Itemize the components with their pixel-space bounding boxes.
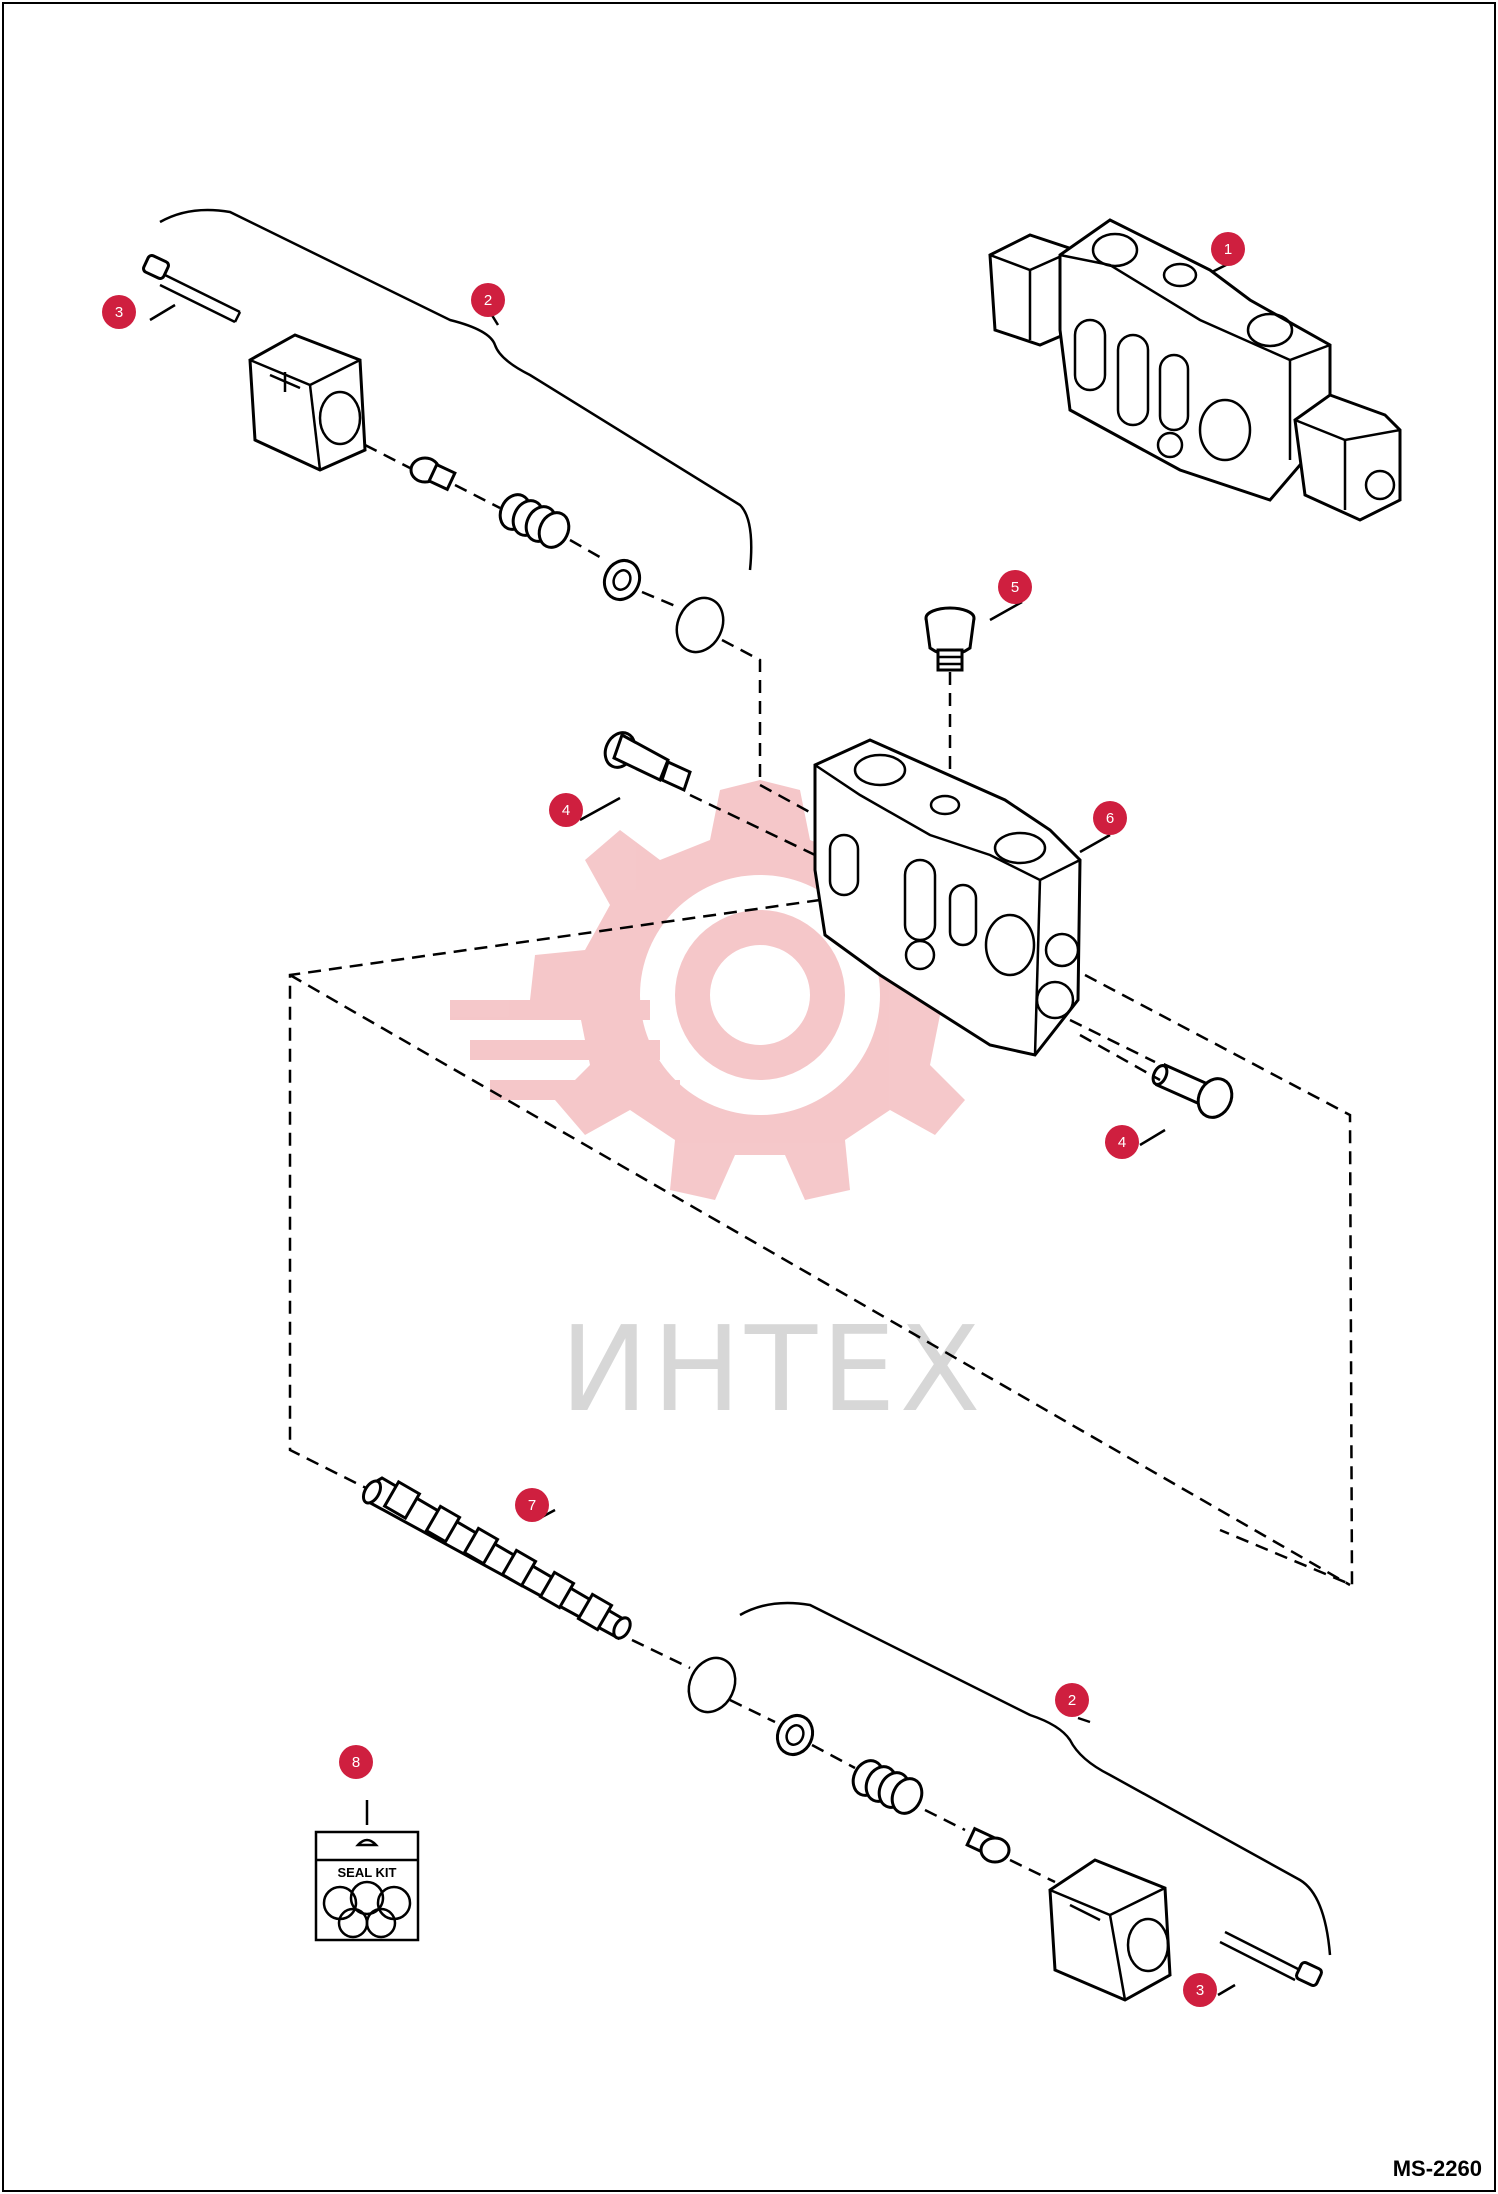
svg-text:1: 1 xyxy=(1224,241,1232,258)
callout-5[interactable]: 5 xyxy=(998,570,1032,604)
spool-part xyxy=(361,1476,632,1641)
svg-text:3: 3 xyxy=(115,304,123,321)
relief-plug-part-left xyxy=(603,731,692,793)
upper-end-cap-kit xyxy=(142,208,816,817)
bolt-part-upper xyxy=(142,254,242,324)
svg-text:2: 2 xyxy=(484,292,492,309)
watermark-text: ИНТЕХ xyxy=(560,1300,984,1438)
svg-text:2: 2 xyxy=(1068,1692,1076,1709)
valve-section-body-part xyxy=(813,738,1082,1057)
end-cap-part-upper xyxy=(248,333,367,472)
svg-text:4: 4 xyxy=(1118,1134,1126,1151)
spring-seat-part-lower xyxy=(965,1826,1011,1864)
callout-3-lower[interactable]: 3 xyxy=(1183,1973,1217,2007)
spool-bore-outline xyxy=(1084,973,1354,1587)
svg-text:4: 4 xyxy=(562,802,570,819)
o-ring-part-lower xyxy=(687,1656,737,1714)
seal-kit-part: SEAL KIT xyxy=(314,1800,420,1942)
end-cap-part-lower xyxy=(1048,1858,1172,2002)
callout-6[interactable]: 6 xyxy=(1093,801,1127,835)
spring-seat-part-upper xyxy=(409,456,457,492)
bolt-part-lower xyxy=(1219,1930,1323,1987)
o-ring-part-upper xyxy=(675,596,725,654)
washer-part-lower xyxy=(775,1714,815,1756)
callout-2-lower[interactable]: 2 xyxy=(1055,1683,1089,1717)
callout-4-left[interactable]: 4 xyxy=(549,793,583,827)
svg-text:5: 5 xyxy=(1011,579,1019,596)
relief-plug-part-right xyxy=(1151,1062,1234,1119)
seal-kit-label: SEAL KIT xyxy=(338,1865,397,1880)
svg-text:3: 3 xyxy=(1196,1982,1204,1999)
spring-part-upper xyxy=(498,493,571,549)
spring-part-lower xyxy=(851,1759,924,1815)
document-code: MS-2260 xyxy=(1392,2156,1482,2181)
svg-text:8: 8 xyxy=(352,1754,360,1771)
callout-7[interactable]: 7 xyxy=(515,1488,549,1522)
svg-text:6: 6 xyxy=(1106,810,1114,827)
lower-end-cap-kit xyxy=(687,1601,1332,2002)
washer-part-upper xyxy=(602,559,642,601)
callout-8[interactable]: 8 xyxy=(339,1745,373,1779)
svg-text:7: 7 xyxy=(528,1497,536,1514)
plug-part xyxy=(924,606,976,795)
callout-3-upper[interactable]: 3 xyxy=(102,295,136,329)
callout-4-right[interactable]: 4 xyxy=(1105,1125,1139,1159)
callout-2-upper[interactable]: 2 xyxy=(471,283,505,317)
callout-1[interactable]: 1 xyxy=(1211,232,1245,266)
valve-assembly-part xyxy=(988,218,1402,522)
